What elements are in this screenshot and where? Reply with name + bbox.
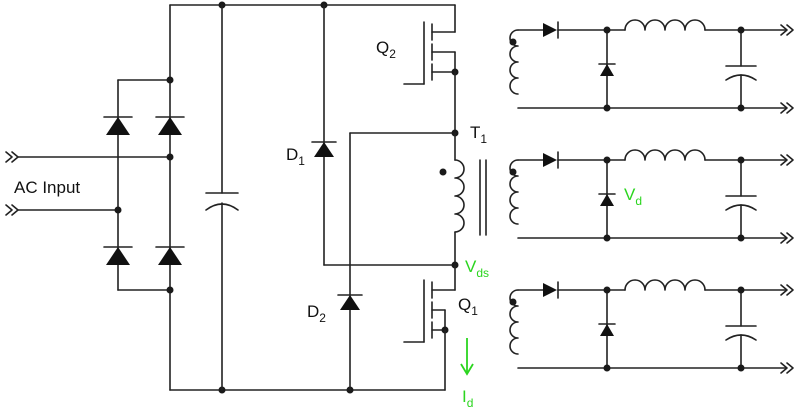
output-capacitor <box>725 29 757 109</box>
output-capacitor <box>725 159 757 239</box>
transformer-t1-primary <box>439 132 465 266</box>
bridge-diode-top-left <box>103 116 133 135</box>
output-capacitor <box>725 289 757 369</box>
bridge-rectifier <box>103 4 185 391</box>
mosfet-q2 <box>403 4 459 134</box>
mosfet-q1 <box>403 264 456 391</box>
bridge-diode-bottom-right <box>155 246 185 265</box>
output-inductor <box>624 19 706 31</box>
rectifier-diode <box>543 281 559 299</box>
d2-label: D2 <box>307 302 326 325</box>
vd-label: Vd <box>624 185 642 208</box>
freewheel-diode <box>598 159 616 239</box>
id-label: Id <box>462 387 473 410</box>
d1-label: D1 <box>286 145 305 168</box>
q2-label: Q2 <box>376 38 396 61</box>
bridge-diode-top-right <box>155 116 185 135</box>
transformer-core <box>479 159 487 236</box>
t1-label: T1 <box>470 123 487 146</box>
secondary-winding <box>509 289 519 355</box>
diode-d1 <box>311 4 337 266</box>
rectifier-diode <box>543 151 559 169</box>
rectifier-diode <box>543 21 559 39</box>
diode-d2 <box>337 132 363 391</box>
output-inductor <box>624 149 706 161</box>
q1-label: Q1 <box>458 295 478 318</box>
output-stage-1 <box>509 19 794 114</box>
vds-label: Vds <box>465 257 489 280</box>
freewheel-diode <box>598 29 616 109</box>
output-stage-3 <box>509 279 794 374</box>
secondary-winding <box>509 159 519 225</box>
dc-bus <box>169 1 456 394</box>
id-current-arrow <box>460 338 474 376</box>
output-stage-2 <box>509 149 794 244</box>
ac-input-label: AC Input <box>14 178 80 197</box>
ac-input-terminals <box>5 151 171 216</box>
freewheel-diode <box>598 289 616 369</box>
output-inductor <box>624 279 706 291</box>
secondary-winding <box>509 29 519 95</box>
bulk-capacitor <box>205 4 239 391</box>
bridge-diode-bottom-left <box>103 246 133 265</box>
